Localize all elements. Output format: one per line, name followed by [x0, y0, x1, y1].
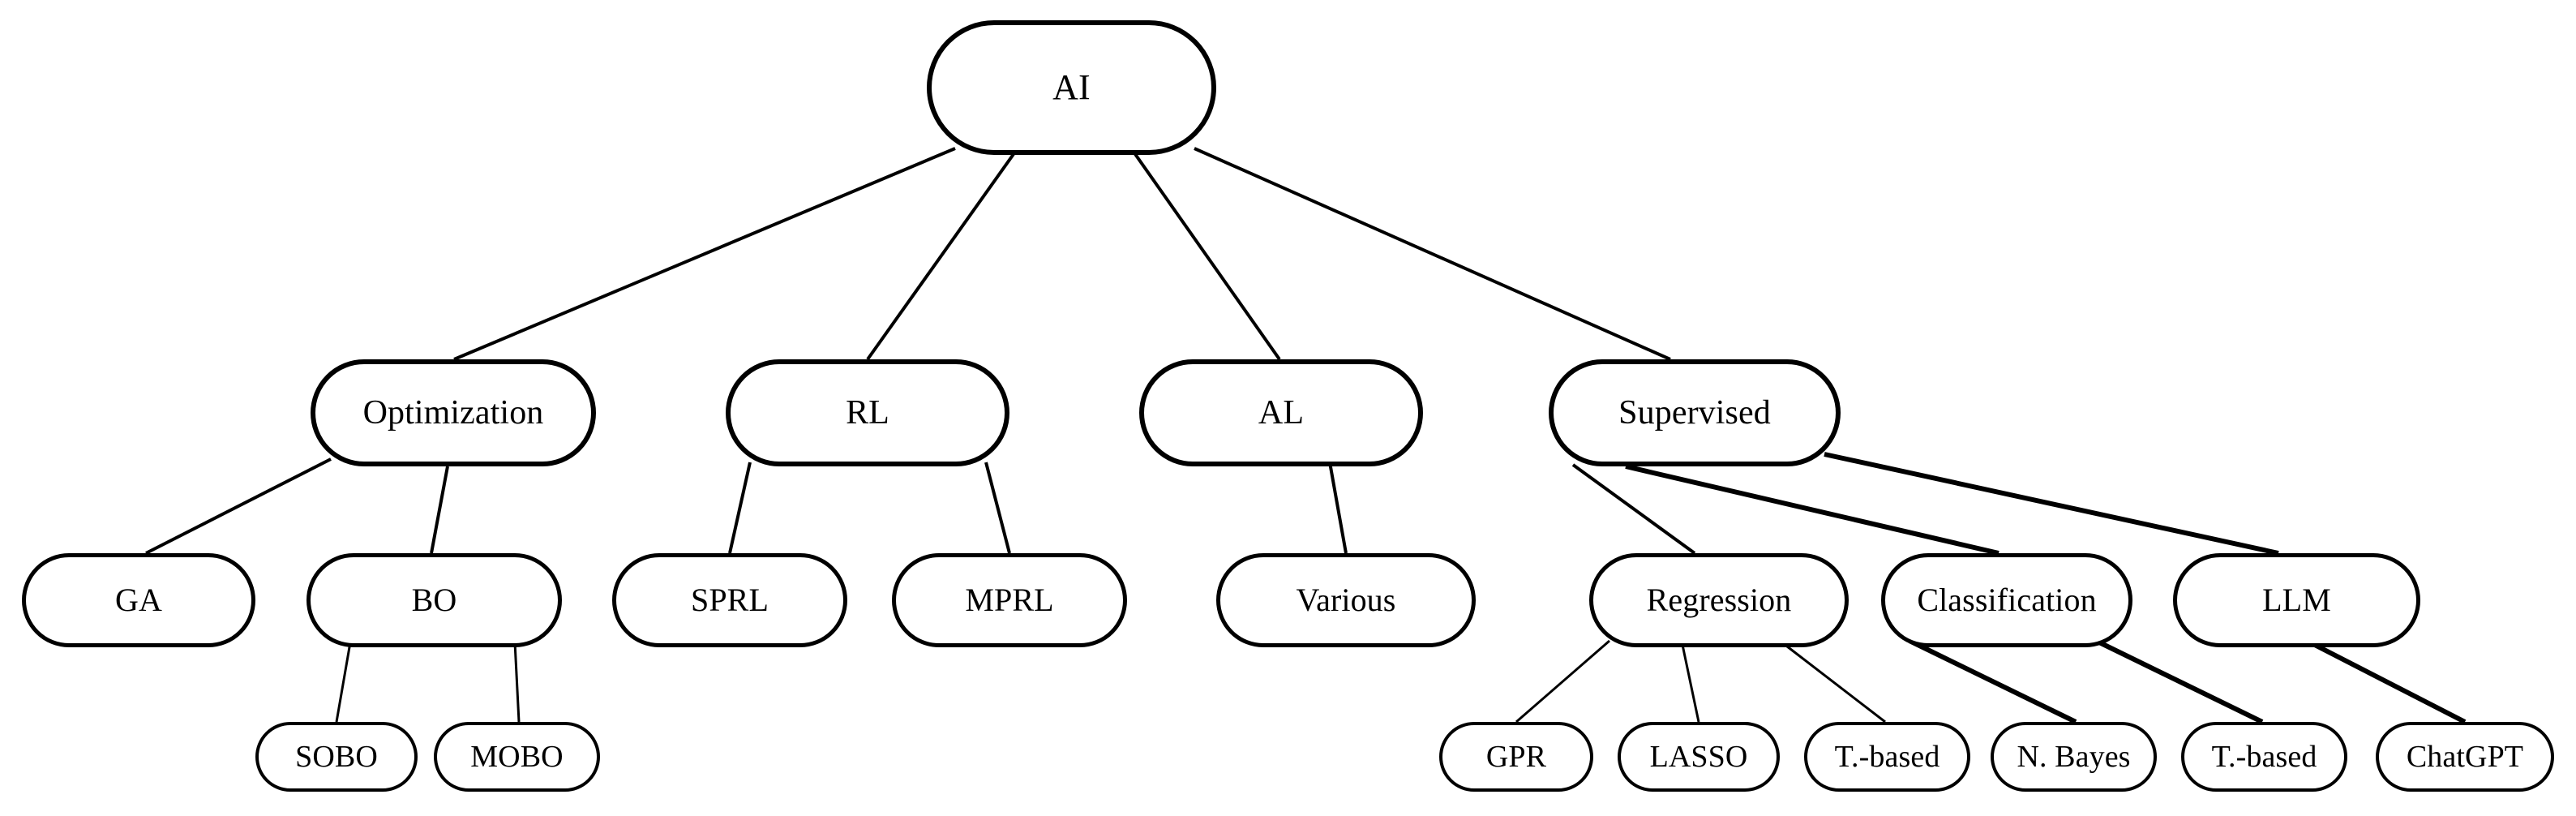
node-ga[interactable]: GA: [22, 553, 255, 647]
edge-bo-to-mobo: [513, 642, 521, 723]
node-nbayes[interactable]: N. Bayes: [1991, 722, 2157, 792]
node-rl[interactable]: RL: [726, 359, 1009, 466]
edge-al-to-various: [1328, 462, 1348, 554]
node-label-chatgpt: ChatGPT: [2406, 740, 2524, 774]
edge-regression-to-lasso: [1681, 644, 1700, 723]
node-label-ga: GA: [115, 582, 162, 618]
edge-supervised-to-regression: [1571, 463, 1696, 555]
node-label-tbased_reg: T.-based: [1834, 740, 1940, 774]
node-label-sobo: SOBO: [295, 740, 378, 774]
node-gpr[interactable]: GPR: [1439, 722, 1593, 792]
edge-ai-to-rl: [866, 152, 1015, 361]
node-label-bo: BO: [411, 582, 457, 618]
edge-optimization-to-ga: [145, 457, 332, 555]
edge-regression-to-gpr: [1515, 639, 1610, 724]
node-tbased_reg[interactable]: T.-based: [1804, 722, 1970, 792]
node-mobo[interactable]: MOBO: [434, 722, 600, 792]
node-label-al: AL: [1258, 394, 1305, 432]
node-label-ai: AI: [1052, 67, 1091, 107]
node-optimization[interactable]: Optimization: [311, 359, 596, 466]
edge-supervised-to-llm: [1824, 452, 2279, 556]
edge-bo-to-sobo: [335, 642, 352, 723]
node-sprl[interactable]: SPRL: [612, 553, 847, 647]
node-label-mobo: MOBO: [470, 740, 564, 774]
edge-supervised-to-classification: [1625, 464, 2000, 556]
edge-classification-to-nbayes: [1908, 638, 2077, 724]
node-lasso[interactable]: LASSO: [1618, 722, 1780, 792]
node-various[interactable]: Various: [1216, 553, 1476, 647]
node-regression[interactable]: Regression: [1589, 553, 1849, 647]
node-supervised[interactable]: Supervised: [1549, 359, 1841, 466]
node-ai[interactable]: AI: [927, 20, 1216, 155]
node-label-regression: Regression: [1646, 582, 1792, 618]
node-label-sprl: SPRL: [690, 582, 769, 618]
edge-regression-to-tbased_reg: [1779, 639, 1886, 724]
node-label-optimization: Optimization: [362, 394, 544, 432]
node-label-nbayes: N. Bayes: [2017, 740, 2131, 774]
node-chatgpt[interactable]: ChatGPT: [2376, 722, 2554, 792]
node-mprl[interactable]: MPRL: [892, 553, 1127, 647]
node-label-tbased_cls: T.-based: [2211, 740, 2317, 774]
edge-optimization-to-bo: [430, 466, 449, 554]
node-label-rl: RL: [846, 394, 889, 432]
edge-rl-to-sprl: [728, 462, 752, 554]
edge-ai-to-al: [1134, 152, 1281, 361]
node-label-lasso: LASSO: [1649, 740, 1748, 774]
edge-classification-to-tbased_cls: [2094, 638, 2264, 724]
node-label-classification: Classification: [1917, 582, 2097, 618]
node-al[interactable]: AL: [1139, 359, 1423, 466]
node-sobo[interactable]: SOBO: [255, 722, 418, 792]
edge-rl-to-mprl: [984, 462, 1011, 554]
edge-ai-to-optimization: [453, 147, 956, 361]
edge-ai-to-supervised: [1194, 147, 1671, 361]
node-tbased_cls[interactable]: T.-based: [2181, 722, 2347, 792]
node-bo[interactable]: BO: [306, 553, 562, 647]
node-classification[interactable]: Classification: [1881, 553, 2132, 647]
node-label-gpr: GPR: [1485, 740, 1547, 774]
node-label-various: Various: [1296, 582, 1396, 618]
edge-llm-to-chatgpt: [2305, 638, 2467, 724]
node-llm[interactable]: LLM: [2173, 553, 2420, 647]
node-label-llm: LLM: [2262, 582, 2331, 618]
node-label-supervised: Supervised: [1618, 394, 1771, 432]
node-label-mprl: MPRL: [965, 582, 1054, 618]
